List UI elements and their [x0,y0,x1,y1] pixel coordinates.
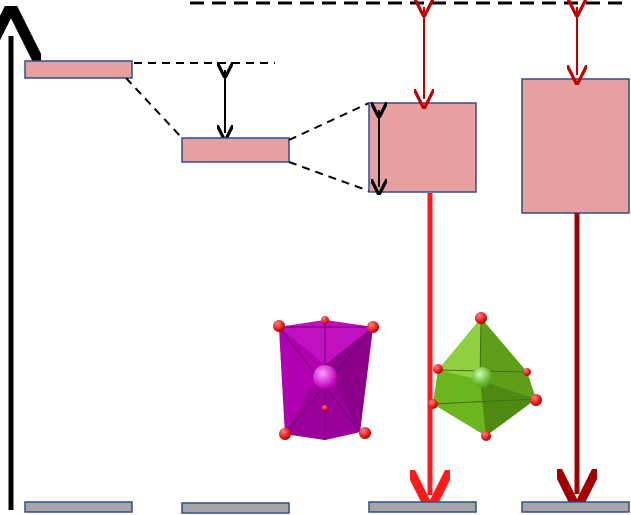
ground-level-2 [181,502,290,514]
energy-level-1 [24,60,133,79]
energy-level-3 [368,102,477,193]
energy-level-2 [181,137,290,163]
octahedral-polyhedron [428,312,542,441]
cubic-polyhedron [273,316,379,440]
ground-level-3 [368,501,477,513]
energy-level-4 [521,78,630,214]
dashed-connector-2-3-bottom [288,161,370,192]
dashed-connector-1-2 [125,77,183,139]
dashed-connector-2-3-top [288,102,370,141]
ground-level-4 [521,501,630,513]
ground-level-1 [24,501,133,513]
